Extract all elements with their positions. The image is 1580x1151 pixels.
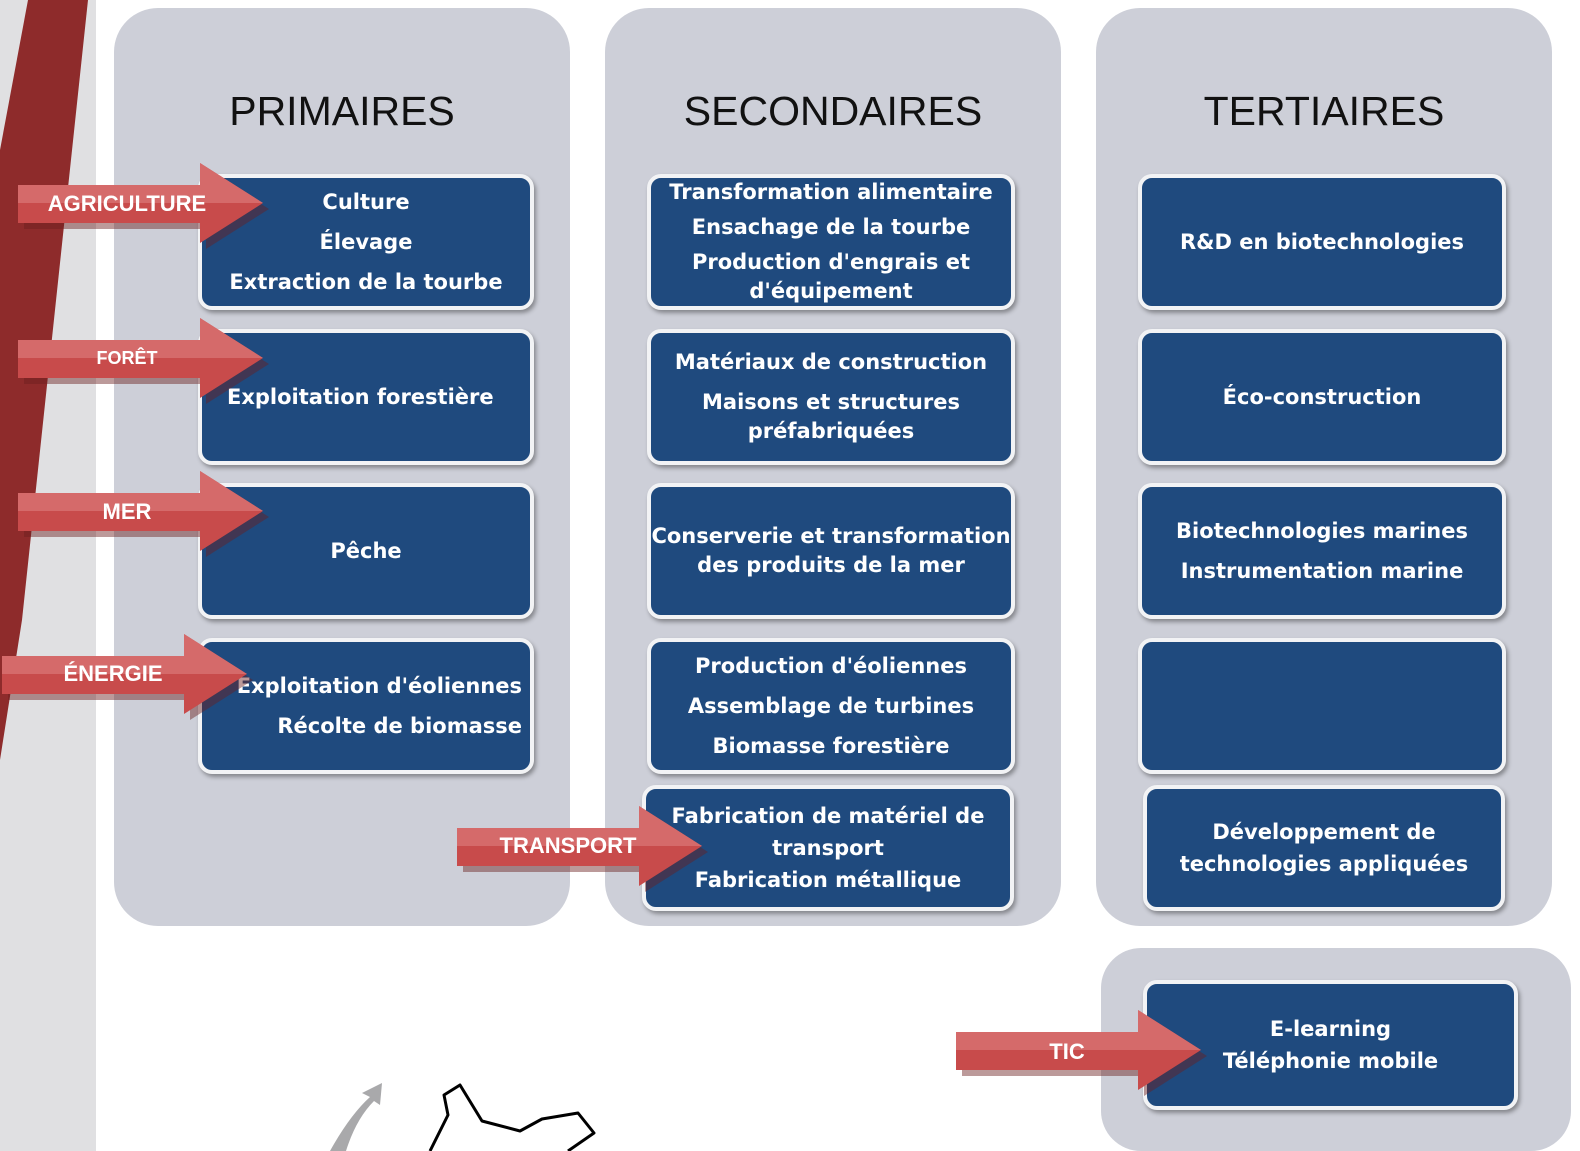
primaires-box-energie: Exploitation d'éoliennes Récolte de biom… [198,638,534,774]
arrow-label-mer: MER [102,499,152,524]
box-text: Exploitation d'éoliennes [236,673,522,698]
tertiaires-box-foret: Éco-construction [1138,329,1506,465]
primaires-box-agriculture: Culture Élevage Extraction de la tourbe [198,174,534,310]
map-outline-icon [428,1083,596,1151]
box-text: Élevage [319,229,413,254]
column-title-secondaires: SECONDAIRES [683,88,983,134]
arrow-label-tic: TIC [1049,1039,1085,1064]
secondaires-box-mer: Conserverie et transformation des produi… [647,483,1015,619]
box-text: Assemblage de turbines [687,693,975,718]
box-text: Pêche [330,538,402,563]
tertiaires-box-transport: Développement de technologies appliquées [1143,785,1505,911]
primaires-box-foret: Exploitation forestière [198,329,534,465]
cycle-graphic [330,1083,596,1151]
tic-box: E-learning Téléphonie mobile [1143,980,1518,1110]
box-text: R&D en biotechnologies [1179,229,1465,254]
arrow-label-transport: TRANSPORT [499,833,637,858]
arrow-foret: FORÊT [18,318,269,404]
arrow-agriculture: AGRICULTURE [18,163,269,249]
box-text: Biotechnologies marines [1176,518,1468,543]
column-title-primaires: PRIMAIRES [229,88,455,134]
arrow-label-energie: ÉNERGIE [63,661,163,686]
arrow-label-foret: FORÊT [96,348,158,368]
box-text: Extraction de la tourbe [229,269,503,294]
box-text: des produits de la mer [697,553,965,577]
box-text: Éco-construction [1222,384,1422,409]
box-text: d'équipement [749,279,913,303]
box-text: Développement de [1212,819,1436,844]
box-text: préfabriquées [747,419,915,443]
arrow-label-agriculture: AGRICULTURE [47,191,207,216]
arrow-tic: TIC [956,1010,1207,1096]
secondaires-box-energie: Production d'éoliennes Assemblage de tur… [647,638,1015,774]
box-text: Biomasse forestière [712,733,950,758]
secondaires-box-agriculture: Transformation alimentaire Ensachage de … [647,174,1015,310]
box-text: Téléphonie mobile [1222,1048,1439,1073]
box-text: E-learning [1269,1016,1392,1041]
arrow-transport: TRANSPORT [457,806,708,892]
box-text: Ensachage de la tourbe [691,215,971,239]
box-text: transport [772,835,884,860]
box-text: Conserverie et transformation [651,524,1011,548]
box-text: Matériaux de construction [674,350,988,374]
box-text: Instrumentation marine [1180,558,1464,583]
box-text: Fabrication métallique [694,867,962,892]
box-text: Fabrication de matériel de [671,803,985,828]
secondaires-box-foret: Matériaux de construction Maisons et str… [647,329,1015,465]
box-text: Production d'engrais et [691,250,971,274]
arrow-energie: ÉNERGIE [2,634,253,720]
box-text: Maisons et structures [702,390,960,414]
box-text: technologies appliquées [1179,851,1469,876]
arrow-mer: MER [18,471,269,557]
secondaires-box-transport: Fabrication de matériel de transport Fab… [642,785,1014,911]
box-text: Transformation alimentaire [669,180,993,204]
column-title-tertiaires: TERTIAIRES [1203,88,1445,134]
column-primaires: PRIMAIRES [114,8,570,926]
box-text: Production d'éoliennes [695,653,967,678]
box-text: Exploitation forestière [227,384,494,409]
curved-arrow-icon [330,1083,382,1151]
tertiaires-box-agriculture: R&D en biotechnologies [1138,174,1506,310]
tertiaires-box-energie [1138,638,1506,774]
box-text: Culture [322,189,410,214]
box-text: Récolte de biomasse [277,713,522,738]
tertiaires-box-mer: Biotechnologies marines Instrumentation … [1138,483,1506,619]
